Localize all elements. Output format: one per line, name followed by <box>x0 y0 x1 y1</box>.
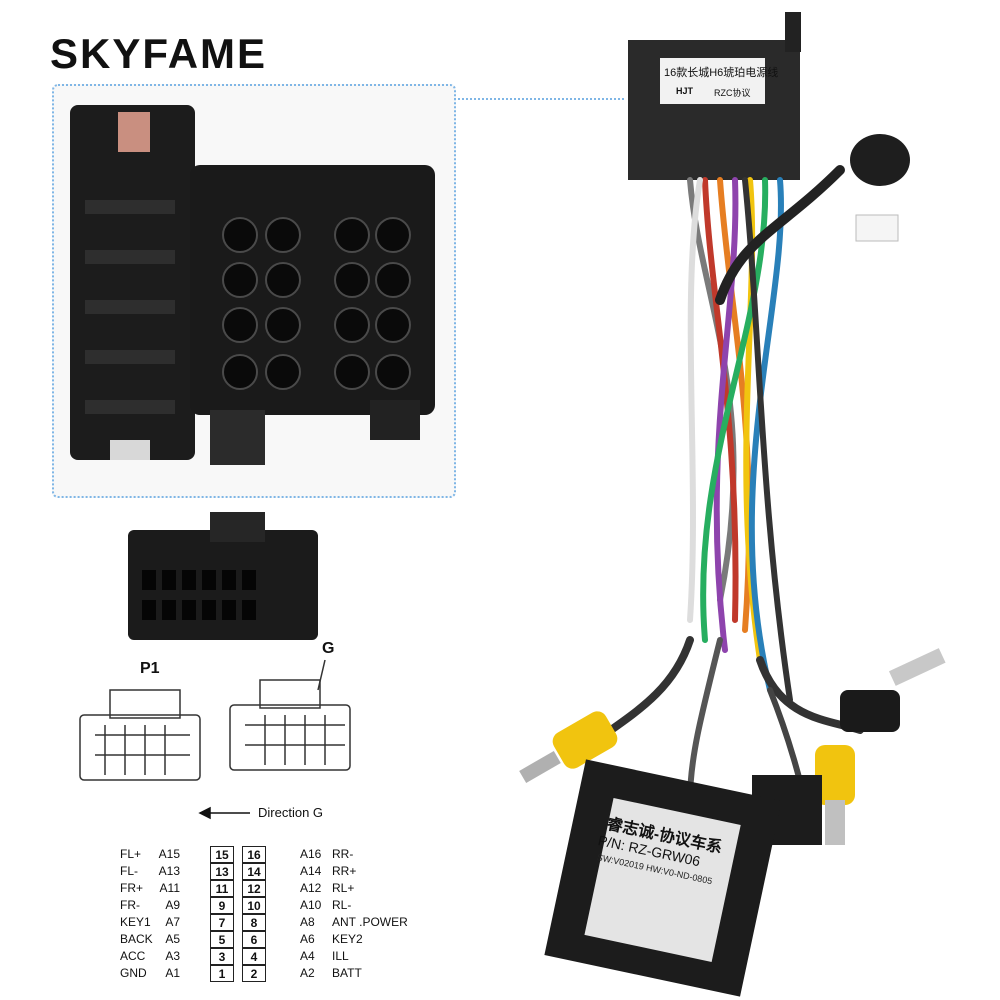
pinout-table: FL+ A15 15 16 A16 RR- FL- A13 13 14 A14 … <box>110 846 410 986</box>
pin-number-left: 9 <box>210 897 234 914</box>
pin-left: A1 <box>165 966 180 980</box>
signal-left: BACK <box>120 932 153 946</box>
pinout-row: ACC A3 3 4 A4 ILL <box>110 948 410 965</box>
pin-left: A9 <box>165 898 180 912</box>
g-connector-drawing <box>229 659 351 771</box>
signal-left: FL- <box>120 864 138 878</box>
pin-number-left: 5 <box>210 931 234 948</box>
signal-left: FR+ <box>120 881 144 895</box>
pin-number-left: 15 <box>210 846 234 863</box>
pin-number-right: 8 <box>242 914 266 931</box>
pin-number-left: 3 <box>210 948 234 965</box>
rca-yellow-left <box>519 711 618 784</box>
pin-number-right: 16 <box>242 846 266 863</box>
harness-main-module <box>628 12 801 180</box>
signal-right: RR+ <box>332 864 357 878</box>
pin-right: A10 <box>300 898 322 912</box>
signal-right: RL+ <box>332 881 355 895</box>
pin-right: A12 <box>300 881 322 895</box>
pinout-row: GND A1 1 2 A2 BATT <box>110 965 410 982</box>
direction-label: Direction G <box>258 805 324 820</box>
signal-right: ANT .POWER <box>332 915 408 929</box>
pin-left: A7 <box>165 915 180 929</box>
signal-left: KEY1 <box>120 915 151 929</box>
pinout-row: BACK A5 5 6 A6 KEY2 <box>110 931 410 948</box>
signal-right: RR- <box>332 847 354 861</box>
pin-right: A4 <box>300 949 315 963</box>
brand-logo: SKYFAME <box>50 30 268 77</box>
pin-left: A15 <box>158 847 180 861</box>
decoder-box <box>544 759 782 997</box>
pin-number-left: 11 <box>210 880 234 897</box>
p1-connector-drawing <box>79 689 201 781</box>
signal-left: ACC <box>120 949 146 963</box>
pinout-row: KEY1 A7 7 8 A8 ANT .POWER <box>110 914 410 931</box>
pin-right: A14 <box>300 864 322 878</box>
harness-label-title: 16款长城H6琥珀电源线 <box>664 67 779 79</box>
rca-yellow-right <box>815 745 855 845</box>
pinout-row: FL- A13 13 14 A14 RR+ <box>110 863 410 880</box>
pin-left: A13 <box>158 864 180 878</box>
pin-left: A5 <box>165 932 180 946</box>
signal-right: KEY2 <box>332 932 363 946</box>
pinout-row: FL+ A15 15 16 A16 RR- <box>110 846 410 863</box>
small-white-plug <box>855 214 899 242</box>
pin-right: A6 <box>300 932 315 946</box>
pin-right: A8 <box>300 915 315 929</box>
pin-number-right: 2 <box>242 965 266 982</box>
pin-left: A11 <box>159 881 180 895</box>
pin-number-right: 14 <box>242 863 266 880</box>
small-16pin-connector <box>128 512 318 640</box>
signal-right: BATT <box>332 966 362 980</box>
pin-number-right: 12 <box>242 880 266 897</box>
iso-connector-zoomed <box>70 105 435 465</box>
pin-number-right: 10 <box>242 897 266 914</box>
harness-wires <box>566 165 864 823</box>
pin-number-left: 1 <box>210 965 234 982</box>
direction-arrow <box>198 806 250 820</box>
round-plug <box>850 134 910 186</box>
pin-number-left: 13 <box>210 863 234 880</box>
harness-label-hjt: HJT <box>676 86 694 96</box>
pin-left: A3 <box>165 949 180 963</box>
zoom-leader-line <box>454 98 624 100</box>
harness-label-protocol: RZC协议 <box>714 88 751 98</box>
pin-number-right: 6 <box>242 931 266 948</box>
signal-left: FR- <box>120 898 140 912</box>
signal-right: ILL <box>332 949 349 963</box>
signal-left: GND <box>120 966 147 980</box>
pin-right: A2 <box>300 966 315 980</box>
signal-right: RL- <box>332 898 352 912</box>
antenna-plug <box>840 648 946 732</box>
pinout-row: FR- A9 9 10 A10 RL- <box>110 897 410 914</box>
pin-number-right: 4 <box>242 948 266 965</box>
pinout-row: FR+ A11 11 12 A12 RL+ <box>110 880 410 897</box>
pin-number-left: 7 <box>210 914 234 931</box>
p1-label: P1 <box>140 660 160 677</box>
signal-left: FL+ <box>120 847 142 861</box>
g-label: G <box>322 640 335 657</box>
pin-right: A16 <box>300 847 322 861</box>
